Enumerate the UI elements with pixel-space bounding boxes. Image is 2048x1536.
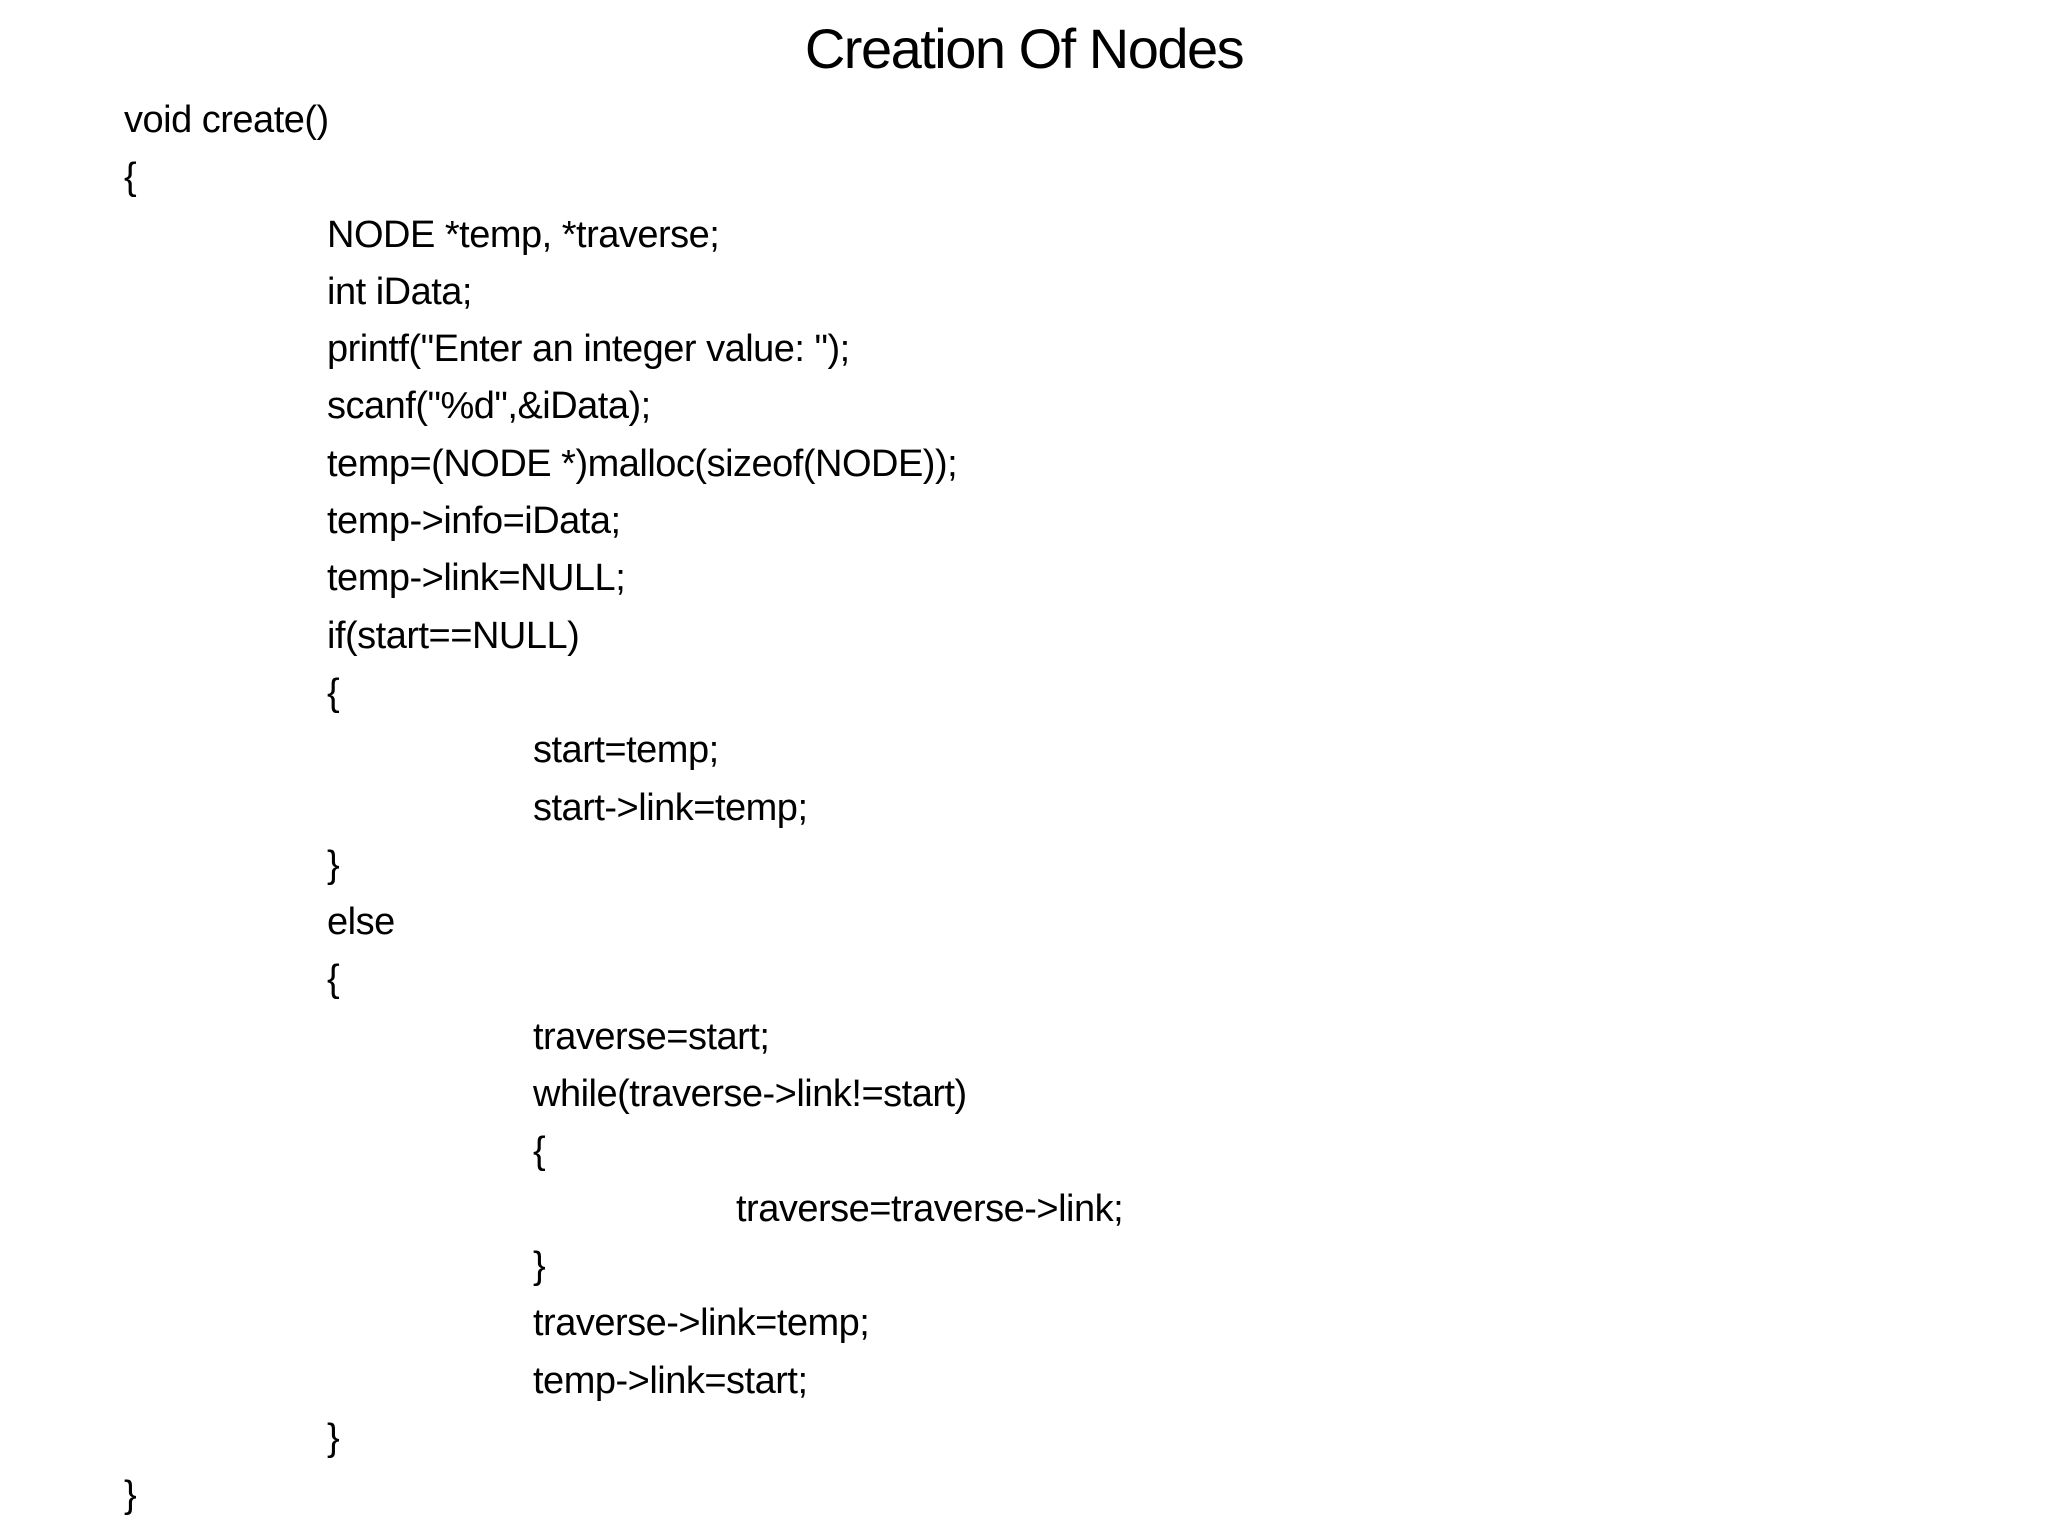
code-line: traverse->link=temp;	[533, 1302, 870, 1345]
code-line: {	[124, 156, 137, 199]
code-line: }	[327, 1416, 340, 1459]
code-line: temp->info=iData;	[327, 500, 621, 543]
code-line: start->link=temp;	[533, 786, 808, 829]
code-line: {	[327, 671, 340, 714]
code-line: while(traverse->link!=start)	[533, 1073, 967, 1116]
code-line: void create()	[124, 99, 329, 141]
code-line: temp->link=NULL;	[327, 557, 626, 600]
slide-title: Creation Of Nodes	[804, 17, 1245, 80]
code-line: traverse=traverse->link;	[736, 1187, 1124, 1230]
code-block: void create() { NODE *temp, *traverse; int …	[124, 92, 2024, 1524]
code-line: printf("Enter an integer value: ");	[327, 328, 850, 371]
code-line: }	[533, 1244, 546, 1287]
code-line: else	[327, 901, 395, 944]
code-line: NODE *temp, *traverse;	[327, 213, 720, 256]
code-line: traverse=start;	[533, 1015, 770, 1058]
code-line: start=temp;	[533, 729, 719, 772]
code-line: temp=(NODE *)malloc(sizeof(NODE));	[327, 442, 958, 485]
code-line: if(start==NULL)	[327, 614, 580, 657]
code-line: temp->link=start;	[533, 1359, 808, 1402]
code-line: {	[327, 958, 340, 1001]
code-line: {	[533, 1130, 546, 1173]
code-line: scanf("%d",&iData);	[327, 385, 651, 428]
code-line: int iData;	[327, 270, 472, 313]
code-line: }	[327, 843, 340, 886]
code-line: }	[124, 1474, 137, 1517]
